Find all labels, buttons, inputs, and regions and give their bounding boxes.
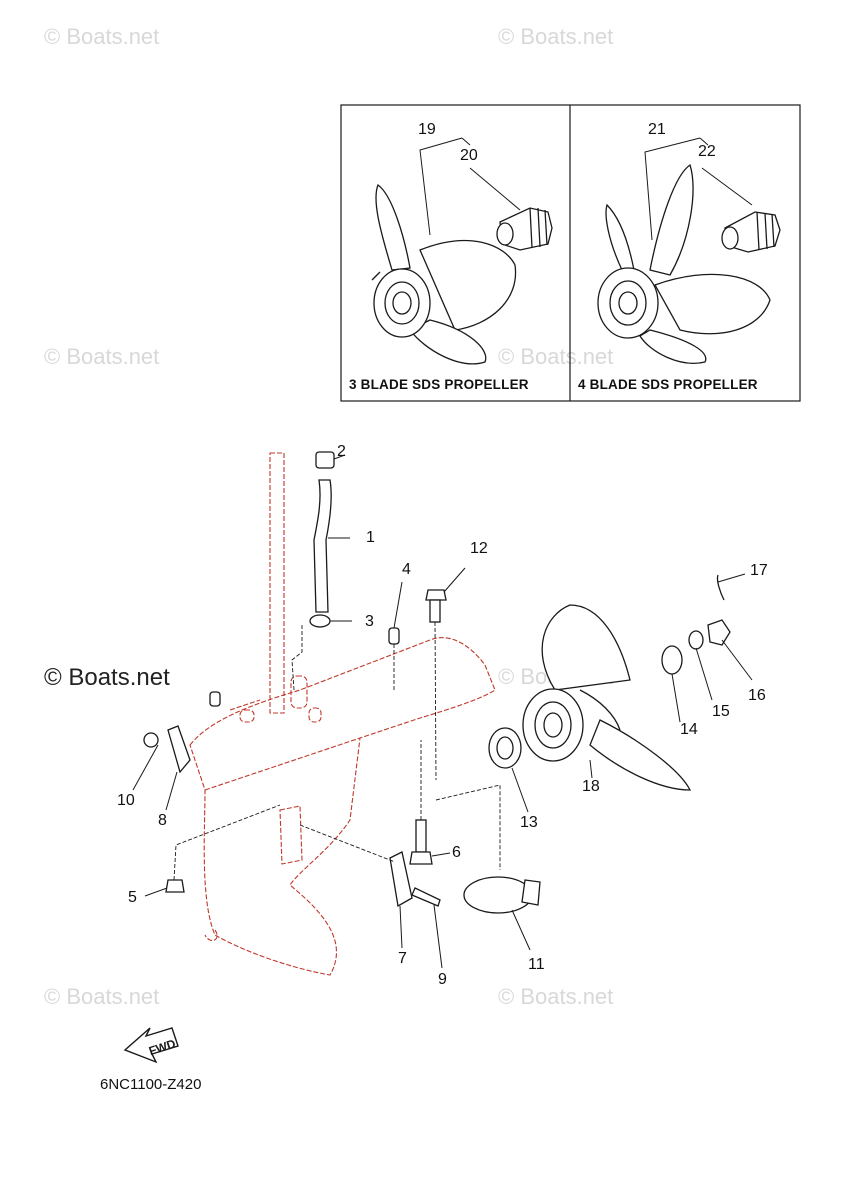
seal-icon	[309, 614, 331, 628]
callout-16[interactable]: 16	[748, 687, 766, 704]
anode-icon	[389, 851, 413, 908]
callout-6[interactable]: 6	[452, 844, 461, 861]
dashed-leader-lines	[173, 621, 501, 881]
nut-icon	[707, 619, 731, 646]
bolt-icon	[411, 887, 441, 907]
callout-22[interactable]: 22	[698, 143, 716, 160]
trim-tab-icon	[463, 876, 533, 914]
bushing-icon	[496, 207, 553, 251]
callout-14[interactable]: 14	[680, 721, 698, 738]
water-tube-icon	[313, 479, 332, 613]
callout-9[interactable]: 9	[438, 971, 447, 988]
callout-1[interactable]: 1	[366, 529, 375, 546]
forward-arrow-icon: FWD	[123, 1027, 179, 1064]
callout-19[interactable]: 19	[418, 121, 436, 138]
watermark: © Boats.net	[498, 344, 614, 369]
bushing-icon	[721, 211, 781, 253]
callout-10[interactable]: 10	[117, 792, 135, 809]
propeller-blade	[541, 604, 631, 691]
callout-4[interactable]: 4	[402, 561, 411, 578]
cotter-pin-icon	[716, 574, 725, 601]
callout-7[interactable]: 7	[398, 950, 407, 967]
four-blade-label: 4 BLADE SDS PROPELLER	[578, 377, 758, 392]
watermark: © Boats.net	[498, 24, 614, 49]
diagram-code: 6NC1100-Z420	[100, 1076, 202, 1093]
callout-18[interactable]: 18	[582, 778, 600, 795]
dowel-pin-icon	[209, 691, 221, 707]
watermark: © Boats.net	[44, 24, 160, 49]
callout-12[interactable]: 12	[470, 540, 488, 557]
watermark: © Boats.net	[44, 984, 160, 1009]
watermark-dark: © Boats.net	[44, 664, 170, 691]
callout-11[interactable]: 11	[528, 956, 545, 973]
nut-icon	[143, 732, 159, 748]
callout-8[interactable]: 8	[158, 812, 167, 829]
bolt-icon	[165, 879, 185, 893]
grommet-icon	[315, 451, 335, 469]
callout-13[interactable]: 13	[520, 814, 538, 831]
bolt-icon	[409, 851, 433, 865]
propeller-inset-boxes	[340, 104, 801, 402]
dowel-pin-icon	[388, 627, 400, 645]
callout-5[interactable]: 5	[128, 889, 137, 906]
washer-icon	[688, 630, 704, 650]
watermark: © Boats.net	[498, 984, 614, 1009]
lower-unit-housing	[189, 452, 496, 976]
watermark: © Boats.net	[44, 344, 160, 369]
bolt-icon	[425, 589, 447, 601]
callout-17[interactable]: 17	[750, 562, 768, 579]
anode-icon	[167, 725, 191, 774]
callout-2[interactable]: 2	[337, 443, 346, 460]
callout-21[interactable]: 21	[648, 121, 666, 138]
leader-lines	[132, 454, 753, 969]
four-blade-propeller-icon	[597, 163, 771, 364]
three-blade-propeller-icon	[371, 183, 517, 365]
callout-20[interactable]: 20	[460, 147, 478, 164]
inset-leader-lines	[419, 137, 753, 241]
callout-3[interactable]: 3	[365, 613, 374, 630]
three-blade-label: 3 BLADE SDS PROPELLER	[349, 377, 529, 392]
callout-15[interactable]: 15	[712, 703, 730, 720]
spacer-icon	[661, 645, 683, 675]
parts-outlines	[143, 451, 731, 914]
